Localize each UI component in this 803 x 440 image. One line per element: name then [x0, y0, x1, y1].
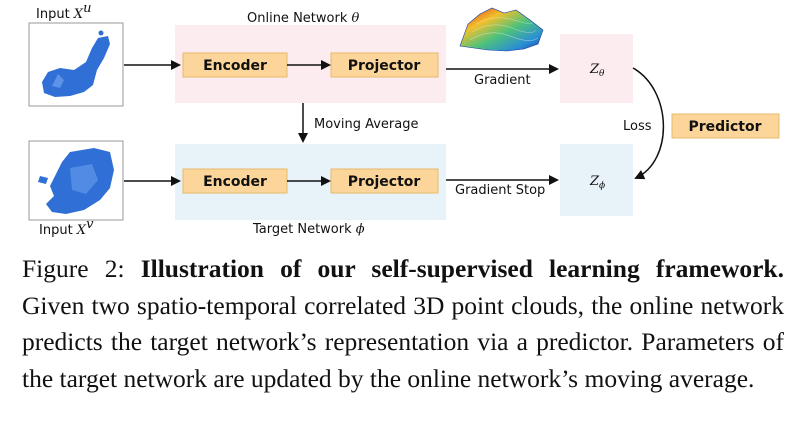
predictor-label: Predictor [689, 119, 762, 135]
caption-bold-title: Illustration of our self-supervised lear… [140, 254, 784, 283]
arrow-predictor-curve [632, 67, 665, 180]
caption-body: Given two spatio-temporal correlated 3D … [22, 290, 784, 393]
loss-surface-icon [459, 7, 544, 52]
target-projector-label: Projector [348, 174, 421, 190]
online-projector-label: Projector [348, 58, 421, 74]
moving-average-label: Moving Average [314, 117, 418, 132]
gradient-label: Gradient [474, 73, 531, 88]
gradient-stop-label: Gradient Stop [455, 183, 545, 198]
input-point-cloud-top [28, 22, 124, 107]
z-theta-label: Zθ [589, 62, 605, 79]
online-projector-box [330, 52, 439, 78]
framework-diagram: Input Xu Input Xv Online Network θ Targe… [28, 1, 780, 238]
target-projector-box [330, 168, 439, 194]
z-theta-box [560, 34, 633, 103]
z-phi-label: Zϕ [589, 174, 605, 191]
online-network-title: Online Network θ [247, 11, 359, 26]
online-encoder-box [182, 52, 288, 78]
target-encoder-label: Encoder [203, 174, 267, 190]
loss-label: Loss [623, 119, 652, 134]
figure-caption: Figure 2: Illustration of our self-super… [22, 251, 784, 397]
input-top-label: Input Xu [36, 1, 91, 22]
target-network-title: Target Network ϕ [252, 222, 365, 237]
online-encoder-label: Encoder [203, 58, 267, 74]
input-point-cloud-bottom [28, 140, 124, 221]
predictor-box [671, 113, 780, 139]
input-bottom-label: Input Xv [39, 217, 94, 238]
z-phi-box [560, 144, 633, 216]
target-encoder-box [182, 168, 288, 194]
caption-prefix: Figure 2: [22, 254, 141, 283]
